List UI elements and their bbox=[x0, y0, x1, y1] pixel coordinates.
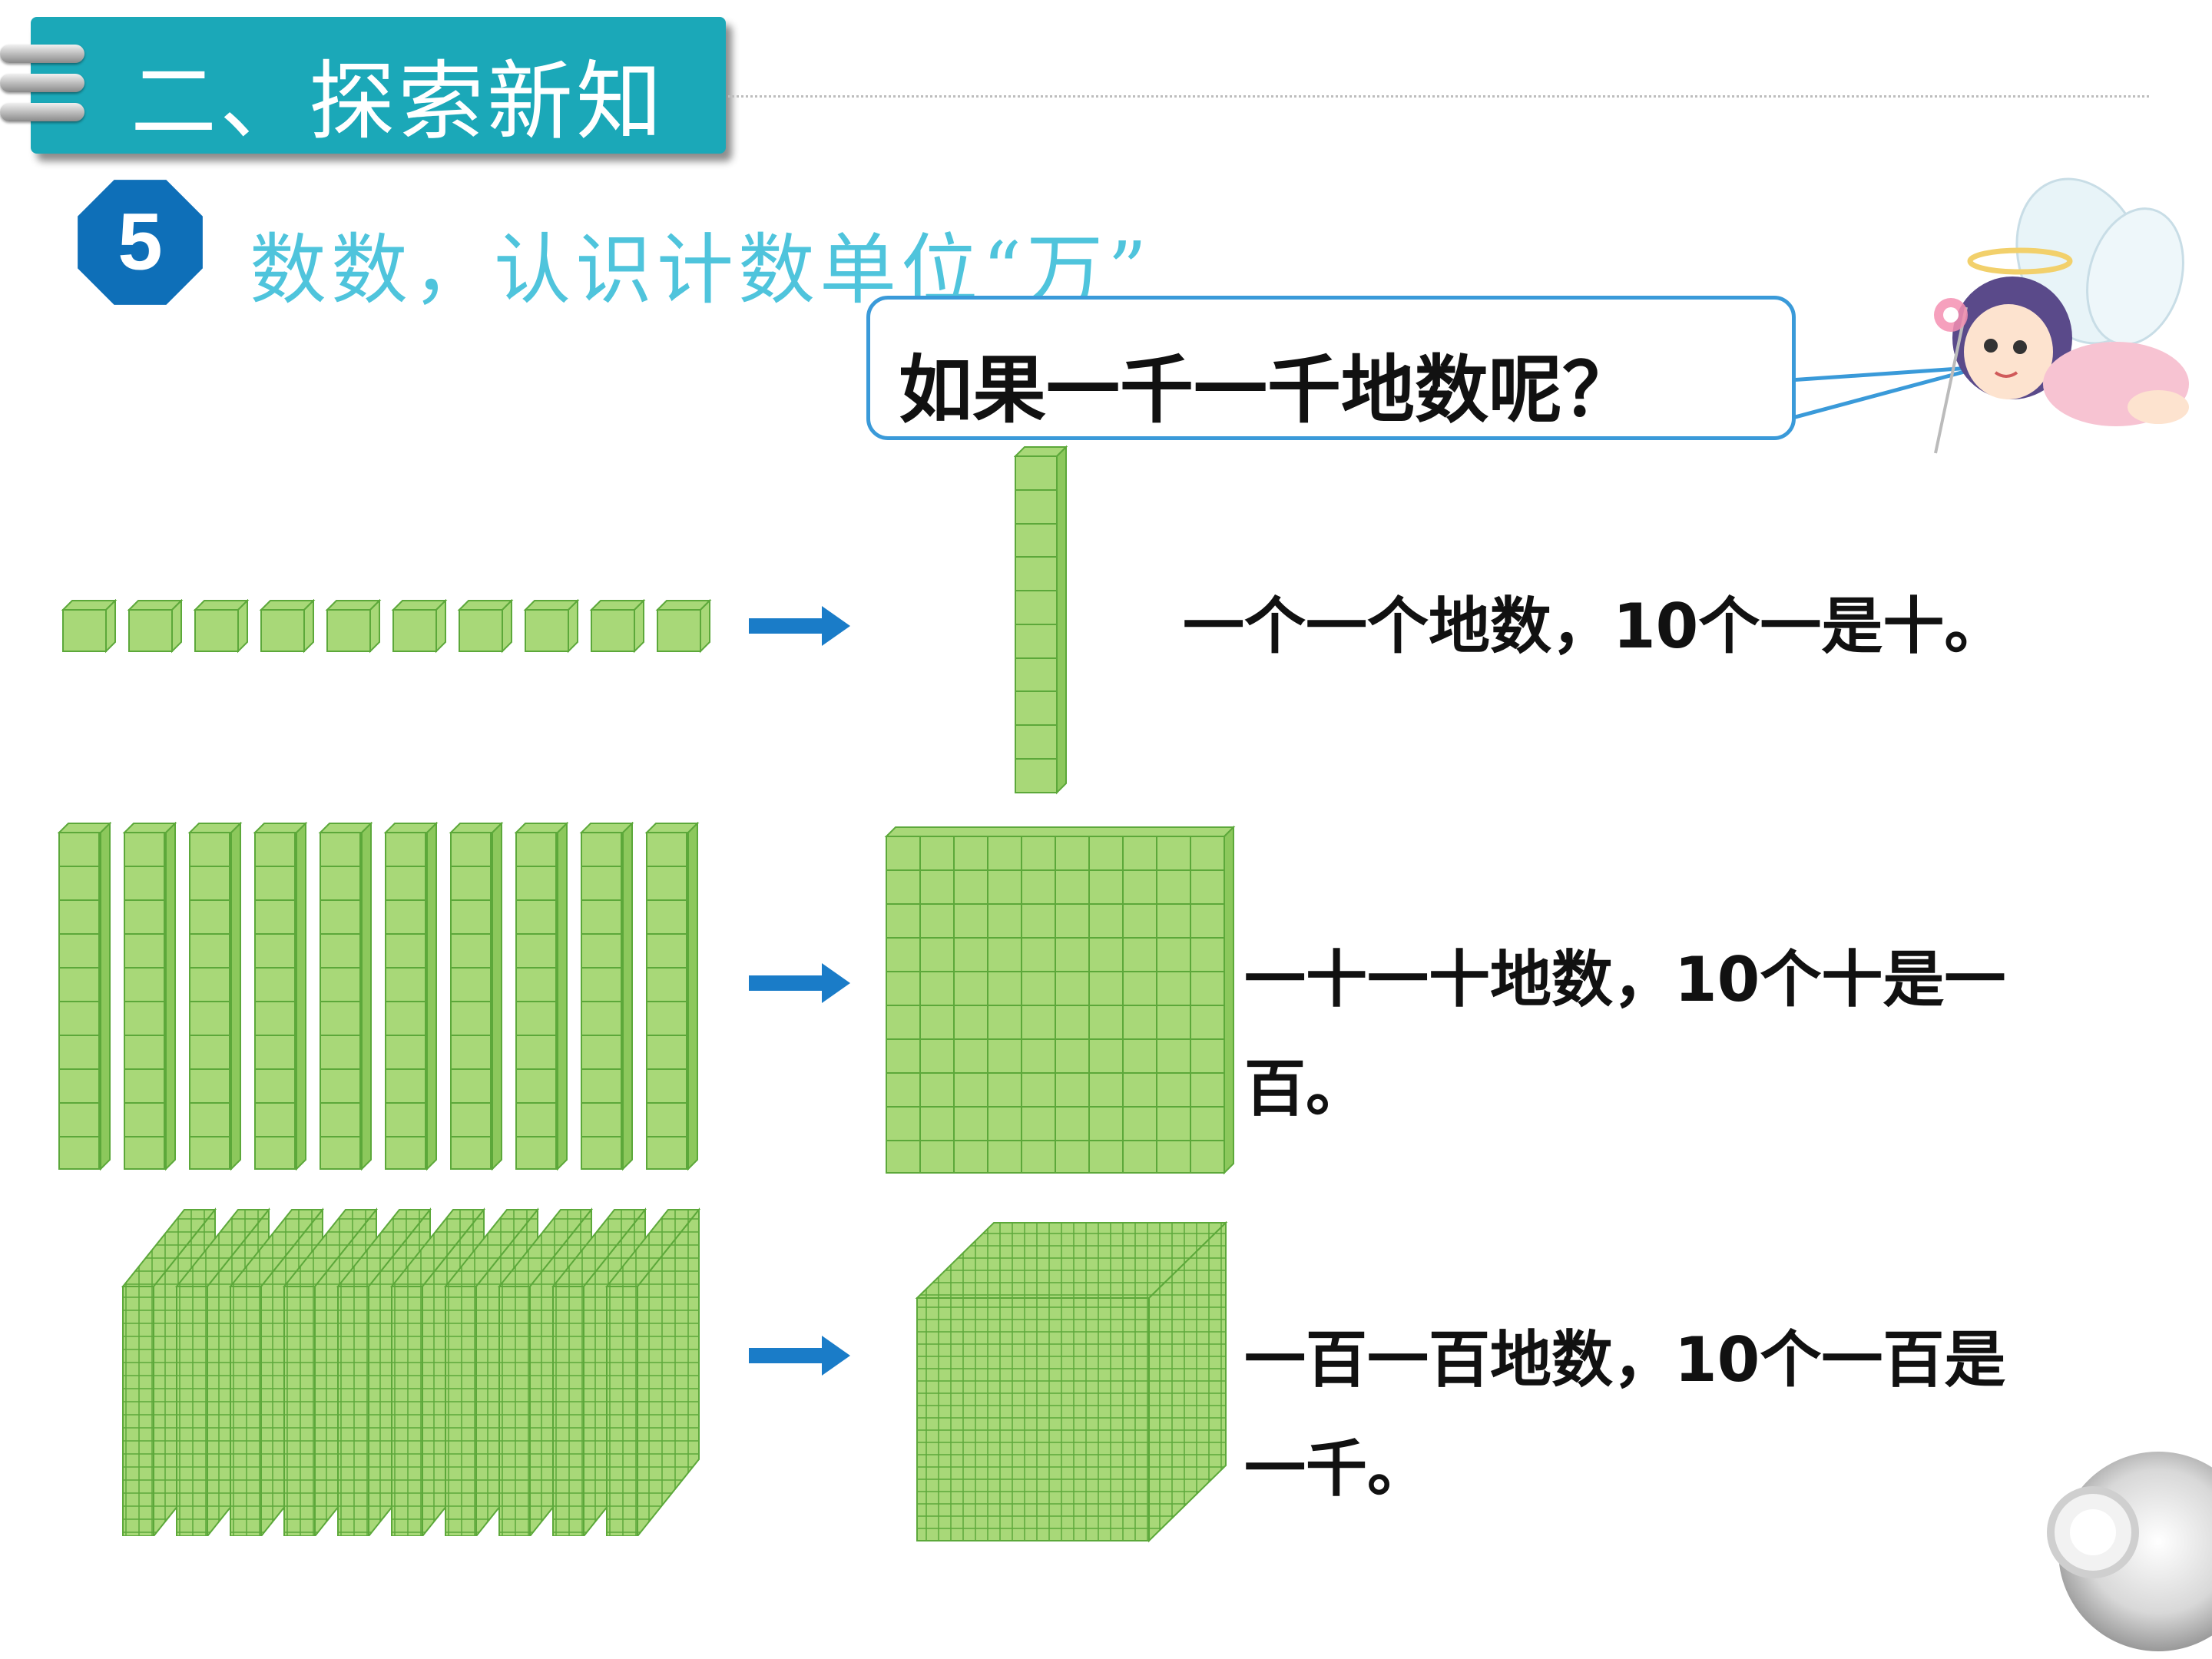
unit-cube-icon bbox=[127, 599, 184, 654]
binder-ring-icon bbox=[0, 74, 84, 92]
section-title: 二、探索新知 bbox=[131, 52, 665, 152]
header-divider bbox=[728, 95, 2149, 98]
ten-rod-icon bbox=[646, 823, 698, 1170]
section-header-tab bbox=[31, 17, 726, 154]
unit-cube-icon bbox=[523, 599, 580, 654]
binder-ring-icon bbox=[0, 103, 84, 121]
ten-rod-icon bbox=[515, 823, 568, 1170]
hundred-flat-icon bbox=[884, 826, 1236, 1175]
arrow-right-icon bbox=[749, 963, 850, 1003]
binder-ring-icon bbox=[0, 45, 84, 63]
unit-cubes-row bbox=[61, 599, 712, 654]
ten-rod-icon bbox=[581, 823, 633, 1170]
gear-icon bbox=[2047, 1452, 2212, 1651]
ten-rod-icon bbox=[254, 823, 306, 1170]
ten-rod-icon bbox=[58, 823, 111, 1170]
ten-rod-icon bbox=[385, 823, 437, 1170]
ten-rod-icon bbox=[450, 823, 502, 1170]
unit-cube-icon bbox=[655, 599, 712, 654]
speech-bubble bbox=[866, 296, 1796, 440]
ten-rod-icon bbox=[1014, 445, 1068, 795]
thousand-cube-icon bbox=[915, 1221, 1228, 1543]
example-number-badge: 5 bbox=[73, 175, 207, 310]
unit-cube-icon bbox=[193, 599, 250, 654]
ten-rod-icon bbox=[124, 823, 176, 1170]
unit-cube-icon bbox=[325, 599, 382, 654]
unit-cube-icon bbox=[457, 599, 514, 654]
row-1-description: 一个一个地数，10个一是十。 bbox=[1183, 591, 2006, 662]
unit-cube-icon bbox=[61, 599, 118, 654]
speech-bubble-text: 如果一千一千地数呢？ bbox=[899, 346, 1636, 433]
example-number: 5 bbox=[118, 197, 162, 287]
arrow-right-icon bbox=[749, 1336, 850, 1376]
row-2-line-2: 百。 bbox=[1244, 1053, 1367, 1124]
unit-cube-icon bbox=[589, 599, 646, 654]
row-3-line-2: 一千。 bbox=[1244, 1433, 1429, 1505]
row-3-line-1: 一百一百地数，10个一百是 bbox=[1244, 1324, 2006, 1396]
ten-rod-icon bbox=[189, 823, 241, 1170]
unit-cube-icon bbox=[391, 599, 448, 654]
row-2-line-1: 一十一十地数，10个十是一 bbox=[1244, 944, 2006, 1015]
hundred-flats-row bbox=[122, 1209, 700, 1536]
fairy-illustration bbox=[1934, 177, 2189, 454]
unit-cube-icon bbox=[259, 599, 316, 654]
row-2-description: 一十一十地数，10个十是一 百。 bbox=[1244, 926, 2005, 1144]
ten-rods-row bbox=[58, 823, 698, 1170]
arrow-right-icon bbox=[749, 606, 850, 646]
ten-rod-icon bbox=[320, 823, 372, 1170]
row-3-description: 一百一百地数，10个一百是 一千。 bbox=[1244, 1306, 2005, 1524]
